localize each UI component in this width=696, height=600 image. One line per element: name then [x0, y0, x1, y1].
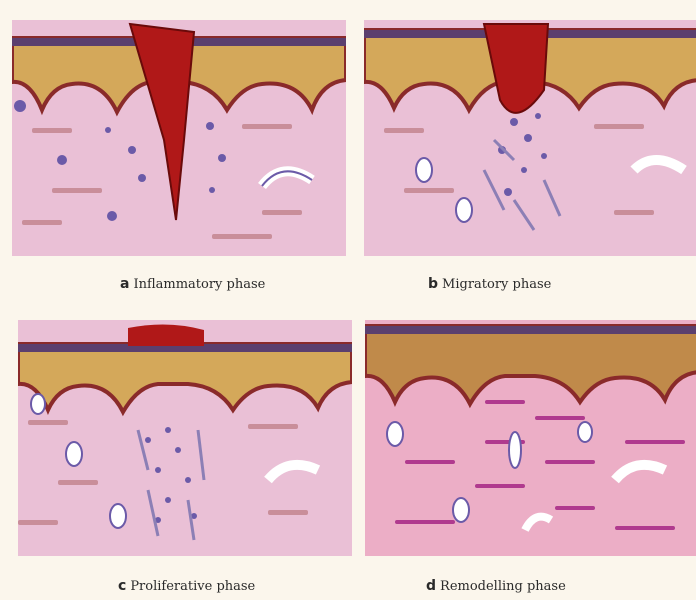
migratory-illustration	[364, 20, 696, 256]
caption-letter: a	[120, 276, 129, 292]
panel-migratory	[364, 20, 696, 256]
remodelling-illustration	[365, 320, 696, 556]
caption-label: Remodelling phase	[440, 579, 566, 594]
caption-migratory: b Migratory phase	[428, 276, 551, 292]
caption-label: Proliferative phase	[130, 579, 255, 594]
caption-letter: c	[118, 578, 126, 594]
panel-remodelling	[365, 320, 696, 556]
panel-proliferative	[18, 320, 352, 556]
caption-inflammatory: a Inflammatory phase	[120, 276, 265, 292]
caption-label: Inflammatory phase	[133, 277, 265, 292]
panel-inflammatory	[12, 20, 346, 256]
caption-label: Migratory phase	[442, 277, 551, 292]
caption-letter: b	[428, 276, 438, 292]
caption-proliferative: c Proliferative phase	[118, 578, 255, 594]
inflammatory-illustration	[12, 20, 346, 256]
scab	[128, 324, 204, 346]
proliferative-illustration	[18, 320, 352, 556]
caption-remodelling: d Remodelling phase	[426, 578, 566, 594]
caption-letter: d	[426, 578, 436, 594]
